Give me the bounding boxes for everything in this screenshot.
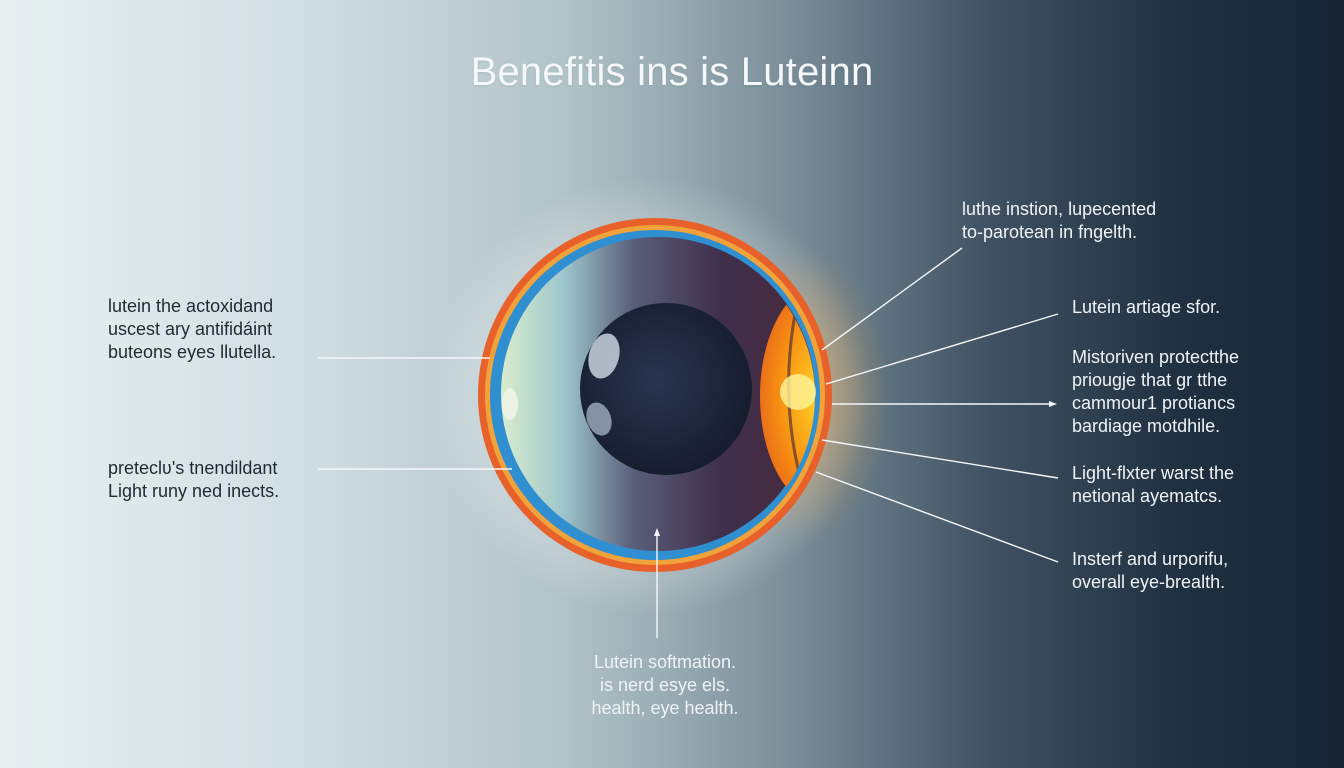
callout-line: luthe instion, lupecented [962, 199, 1157, 219]
pupil-highlight [588, 333, 620, 379]
callout-line: to-parotean in fngelth. [962, 222, 1138, 242]
callout-line: Lutein artiage sfor. [1072, 297, 1221, 317]
callout-right-4: Light-flxter warst the netional ayematcs… [1072, 462, 1234, 508]
callout-right-3: Mistoriven protectthe priougje that gr t… [1072, 346, 1239, 438]
callout-right-1: luthe instion, lupecented to-parotean in… [962, 198, 1156, 244]
callout-line: health, eye health. [591, 698, 739, 718]
leader-lines [318, 247, 1059, 638]
callout-line: netional ayematcs. [1072, 486, 1223, 506]
callout-line: bardiage motdhile. [1072, 416, 1221, 436]
callout-line: Insterf and urporifu, [1072, 549, 1229, 569]
callout-left-bottom: preteclʋ's tnendildant Light runy ned in… [108, 457, 279, 503]
callout-left-top: lutein the actoxidand uscest ary antifid… [108, 295, 276, 364]
callout-line: priougje that gr tthe [1072, 370, 1228, 390]
callout-line: cammour1 protiancs [1072, 393, 1236, 413]
arrow-bottom [654, 528, 660, 536]
callout-line: uscest ary antifidáint [108, 319, 273, 339]
callout-line: Light-flxter warst the [1072, 463, 1235, 483]
callout-line: buteons eyes llutella. [108, 342, 277, 362]
callout-right-2: Lutein artiage sfor. [1072, 296, 1220, 319]
page-title: Benefitis ins is Luteinn [470, 50, 874, 94]
pupil-highlight-small [586, 402, 612, 436]
callout-right-5: Insterf and urporifu, overall eye-brealt… [1072, 548, 1228, 594]
callout-bottom: Lutein softmation. is nerd esye els. hea… [555, 651, 775, 720]
arrow-right-3 [1049, 401, 1057, 407]
leader-right-5 [815, 471, 1059, 563]
callout-line: Mistoriven protectthe [1072, 347, 1240, 367]
leader-right-4 [821, 439, 1059, 479]
macula-center [780, 374, 816, 410]
callout-line: Lutein softmation. [593, 652, 737, 672]
callout-line: lutein the actoxidand [108, 296, 274, 316]
pupil [580, 303, 752, 475]
leader-right-2 [825, 313, 1059, 385]
callout-line: is nerd esye els. [599, 675, 731, 695]
callout-line: Light runy ned inects. [108, 481, 280, 501]
leader-right-1 [821, 247, 963, 351]
callout-line: preteclʋ's tnendildant [108, 458, 278, 478]
iris-bump [502, 388, 518, 420]
callout-line: overall eye-brealth. [1072, 572, 1226, 592]
